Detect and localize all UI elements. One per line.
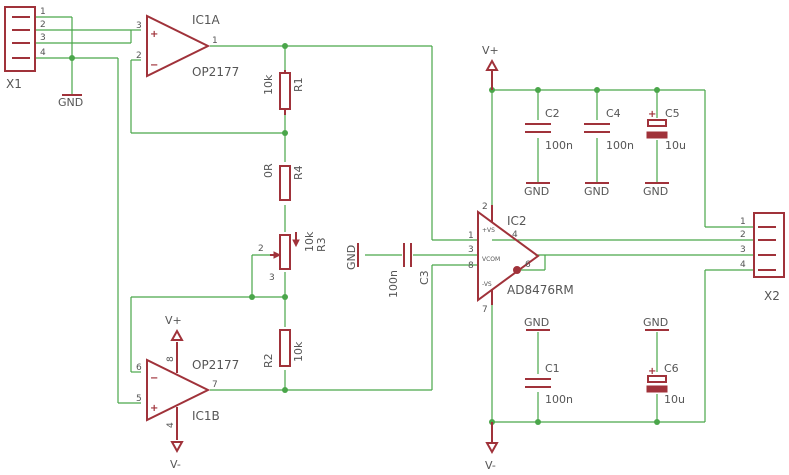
r1-ref: R1 xyxy=(292,77,305,92)
c2-value: 100n xyxy=(545,139,573,152)
ic1a-pin-minus: 2 xyxy=(136,51,142,61)
x2-ref: X2 xyxy=(764,289,780,303)
x2-pin-2: 2 xyxy=(740,230,746,240)
c3-gnd-label: GND xyxy=(345,245,358,270)
r3-value: 10k xyxy=(303,231,316,252)
c2-gnd-label: GND xyxy=(524,185,549,198)
r2-value: 10k xyxy=(292,341,305,362)
ic2-value: AD8476RM xyxy=(507,283,574,297)
ic1a-pin-plus: 3 xyxy=(136,21,142,31)
c1-ref: C1 xyxy=(545,362,560,375)
ic2-pin-6: 6 xyxy=(525,260,531,270)
c2-ref: C2 xyxy=(545,107,560,120)
ic1b-pin-out: 7 xyxy=(212,380,218,390)
resistor-r4: 0R R4 xyxy=(262,163,305,201)
x1-pin-3: 3 xyxy=(40,33,46,43)
ic2-pin-3: 3 xyxy=(468,245,474,255)
ic1a-value: OP2177 xyxy=(192,65,239,79)
ic1b-ref: IC1B xyxy=(192,409,220,423)
x1-pin-4: 4 xyxy=(40,48,46,58)
x1-pin-1: 1 xyxy=(40,7,46,17)
ic1b-plus-sign: + xyxy=(150,403,158,414)
capacitor-c6: + GND C6 10u xyxy=(643,316,685,406)
c5-value: 10u xyxy=(665,139,686,152)
ic2-label-vcom: VCOM xyxy=(482,256,500,263)
c6-polarity: + xyxy=(648,366,656,377)
c1-value: 100n xyxy=(545,393,573,406)
r3-pin-bottom: 3 xyxy=(269,273,275,283)
ic1b-vminus-label: V- xyxy=(170,458,181,471)
r4-value: 0R xyxy=(262,163,275,178)
ic2-vplus-label: V+ xyxy=(482,44,499,57)
ic2-vplus-arrow xyxy=(485,58,499,71)
ic1b-vplus-arrow xyxy=(170,328,184,341)
r2-ref: R2 xyxy=(262,353,275,368)
ic1b-pin-vp: 8 xyxy=(166,356,176,362)
x2-pin-1: 1 xyxy=(740,217,746,227)
ic2-inverting-output-dot xyxy=(513,266,521,274)
c3-ref: C3 xyxy=(418,270,431,285)
ic-ic2: +VS VCOM -VS 2 1 3 8 7 4 6 IC2 AD8476RM … xyxy=(468,44,574,472)
opamp-ic1b: − + 6 5 7 8 4 OP2177 IC1B V+ V- xyxy=(136,314,239,471)
potentiometer-r3: 2 3 10k R3 xyxy=(258,231,328,283)
opamp-ic1a: + − 3 2 1 IC1A OP2177 xyxy=(136,13,239,79)
gnd-label: GND xyxy=(58,96,83,109)
ic2-pin-4: 4 xyxy=(512,230,518,240)
r3-pin-wiper: 2 xyxy=(258,244,264,254)
ic1a-pin-out: 1 xyxy=(212,36,218,46)
ic2-label-vsminus: -VS xyxy=(482,281,492,288)
r4-ref: R4 xyxy=(292,165,305,180)
resistor-r1: 10k R1 xyxy=(262,70,305,115)
r1-value: 10k xyxy=(262,74,275,95)
c6-gnd-label: GND xyxy=(643,316,668,329)
ic1b-pin-plus: 5 xyxy=(136,394,142,404)
ic1b-vplus-label: V+ xyxy=(165,314,182,327)
ic1a-ref: IC1A xyxy=(192,13,221,27)
ic1a-minus-sign: − xyxy=(150,60,158,71)
connector-x2: 1 2 3 4 X2 xyxy=(740,212,785,303)
ic2-pin-2: 2 xyxy=(482,202,488,212)
ic1b-value: OP2177 xyxy=(192,358,239,372)
connector-x1: 1 2 3 4 X1 xyxy=(4,6,46,91)
r3-ref: R3 xyxy=(315,237,328,252)
x1-pin-2: 2 xyxy=(40,20,46,30)
c4-gnd-label: GND xyxy=(584,185,609,198)
capacitor-c4: C4 100n GND xyxy=(584,107,634,198)
c3-value: 100n xyxy=(387,270,400,298)
gnd-symbol-x1: GND xyxy=(58,94,83,109)
c5-gnd-label: GND xyxy=(643,185,668,198)
ic2-vminus-arrow xyxy=(485,442,499,455)
resistor-r2: R2 10k xyxy=(262,329,305,368)
c5-polarity: + xyxy=(648,109,656,120)
ic2-label-vsplus: +VS xyxy=(482,227,495,234)
capacitor-c1: GND C1 100n xyxy=(524,316,573,406)
ic2-vminus-label: V- xyxy=(485,459,496,472)
x2-pin-4: 4 xyxy=(740,260,746,270)
ic2-pin-7: 7 xyxy=(482,305,488,315)
c6-value: 10u xyxy=(664,393,685,406)
capacitor-c5: + C5 10u GND xyxy=(643,107,686,198)
x2-pin-3: 3 xyxy=(740,245,746,255)
ic1b-vminus-arrow xyxy=(170,441,184,454)
ic2-pin-8: 8 xyxy=(468,261,474,271)
junctions xyxy=(69,43,660,425)
x1-ref: X1 xyxy=(6,77,22,91)
ic1b-pin-minus: 6 xyxy=(136,363,142,373)
capacitor-c3: GND 100n C3 xyxy=(345,243,431,298)
ic2-ref: IC2 xyxy=(507,214,527,228)
ic1a-plus-sign: + xyxy=(150,29,158,40)
wires xyxy=(35,16,755,423)
c4-ref: C4 xyxy=(606,107,621,120)
c1-gnd-label: GND xyxy=(524,316,549,329)
capacitor-c2: C2 100n GND xyxy=(524,107,573,198)
ic1b-pin-vm: 4 xyxy=(166,422,176,428)
c4-value: 100n xyxy=(606,139,634,152)
c5-ref: C5 xyxy=(665,107,680,120)
c6-ref: C6 xyxy=(664,362,679,375)
ic1b-minus-sign: − xyxy=(150,373,158,384)
ic2-pin-1: 1 xyxy=(468,231,474,241)
